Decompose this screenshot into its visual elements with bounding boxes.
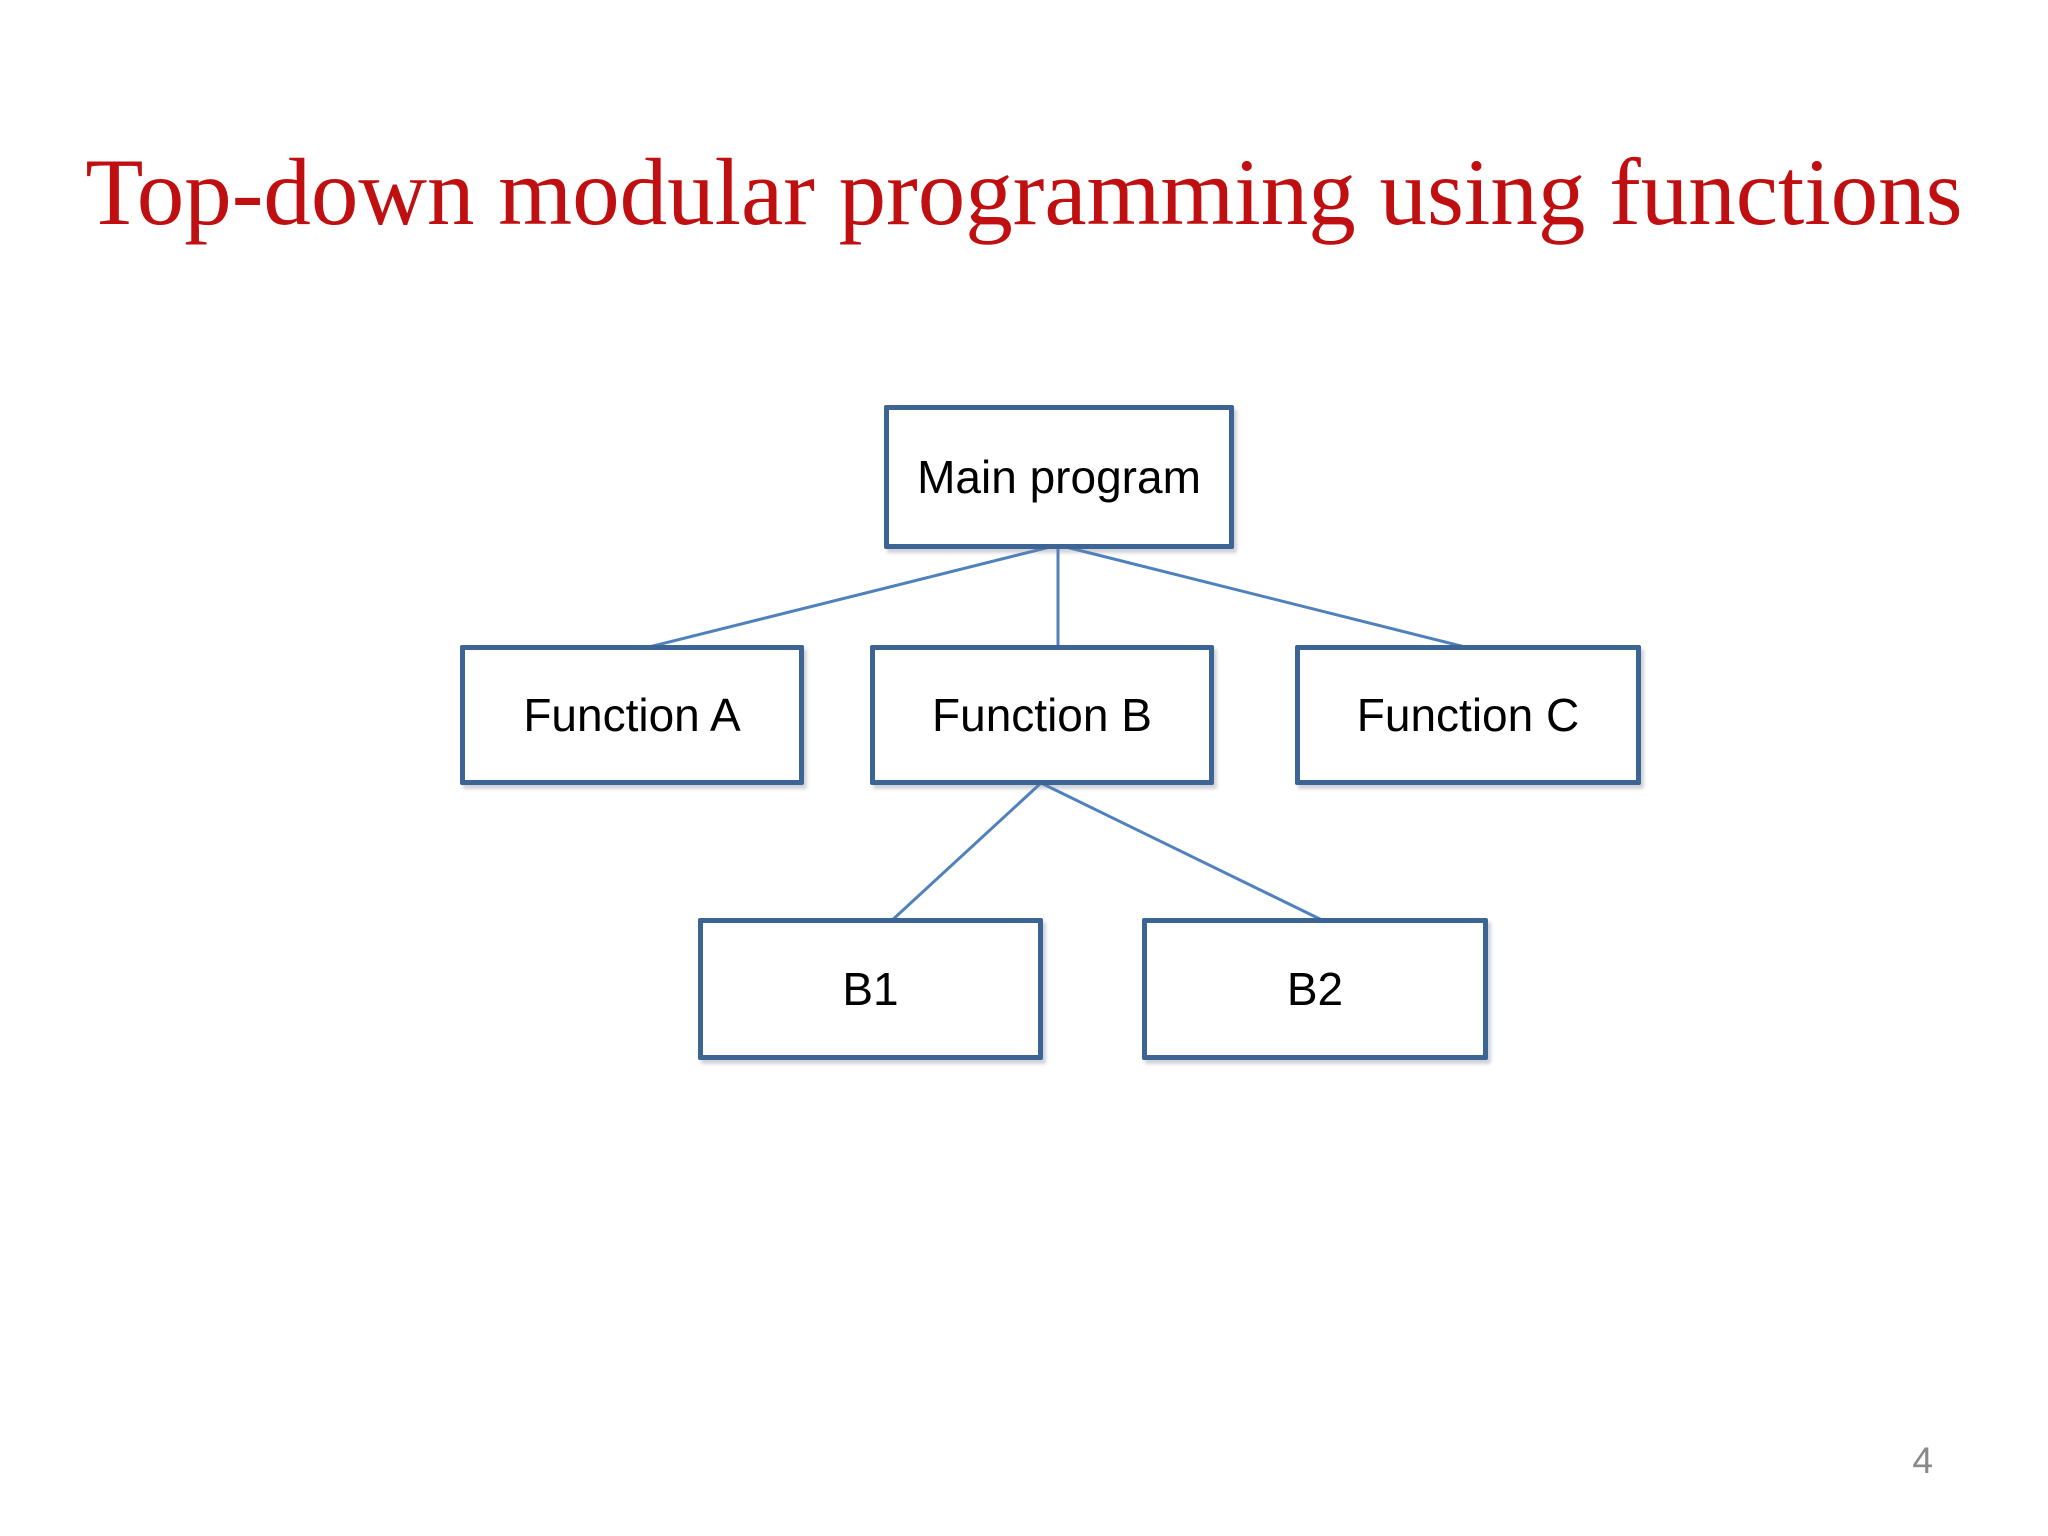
edge-main-function-c: [1057, 543, 1478, 652]
node-main-program: Main program: [884, 405, 1234, 549]
node-b1: B1: [698, 918, 1043, 1060]
node-function-a: Function A: [460, 645, 804, 785]
edge-main-function-a: [636, 543, 1059, 652]
node-b1-label: B1: [842, 963, 899, 1015]
node-function-c-label: Function C: [1356, 689, 1580, 741]
slide-page-number: 4: [1912, 1440, 1933, 1481]
node-b2: B2: [1142, 918, 1488, 1060]
edge-function-b-b1: [887, 781, 1043, 925]
node-function-a-label: Function A: [523, 689, 741, 741]
node-main-program-label: Main program: [917, 451, 1201, 503]
node-b2-label: B2: [1286, 963, 1344, 1015]
node-function-b: Function B: [870, 645, 1214, 785]
node-function-b-label: Function B: [932, 689, 1152, 741]
node-function-c: Function C: [1295, 645, 1641, 785]
slide-title: Top-down modular programming using funct…: [85, 139, 1963, 245]
edge-function-b-b2: [1040, 781, 1329, 925]
